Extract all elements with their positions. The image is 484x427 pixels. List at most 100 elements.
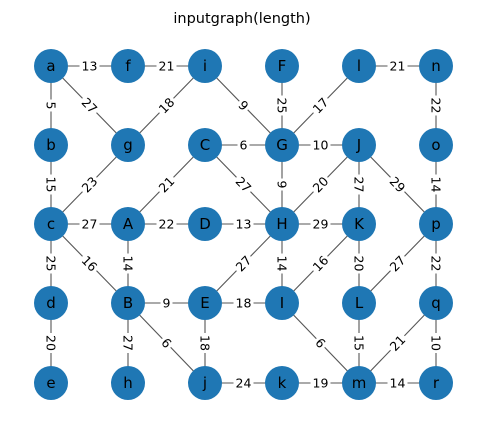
- graph-title: inputgraph(length): [173, 11, 310, 27]
- edge-label-E-j: 18: [197, 333, 213, 353]
- node-circle: [34, 207, 68, 241]
- node-label: I: [280, 294, 284, 312]
- node-label: D: [199, 215, 211, 233]
- node-circle: [342, 207, 376, 241]
- edge-label-background: [43, 253, 59, 274]
- edge-weight-label: 22: [429, 256, 444, 272]
- edge-label-a-b: 5: [43, 99, 59, 112]
- node-l: l: [342, 49, 376, 83]
- edge-label-background: [351, 333, 367, 353]
- node-circle: [342, 49, 376, 83]
- edge-label-q-r: 10: [428, 333, 444, 353]
- edge-label-background: [310, 216, 331, 232]
- node-label: d: [46, 294, 56, 312]
- node-label: r: [433, 374, 440, 392]
- edge-label-q-m: 21: [384, 330, 411, 356]
- edge-label-G-H: 9: [274, 178, 290, 191]
- edge-label-G-J: 10: [310, 137, 331, 153]
- edge-label-g-c: 23: [76, 171, 103, 198]
- edge-weight-label: 13: [82, 59, 98, 74]
- edge-label-a-g: 27: [76, 92, 103, 119]
- edge-label-o-p: 14: [428, 174, 444, 195]
- node-m: m: [342, 366, 376, 400]
- edge-weight-label: 27: [121, 335, 136, 351]
- edge-label-background: [387, 58, 408, 74]
- node-label: B: [123, 294, 133, 312]
- edge-weight-label: 6: [240, 138, 248, 153]
- edge-label-background: [310, 137, 331, 153]
- edge-label-background: [428, 333, 444, 353]
- edge-label-background: [156, 333, 177, 353]
- node-circle: [419, 49, 453, 83]
- node-circle: [111, 128, 145, 162]
- edge-label-A-B: 14: [120, 253, 136, 274]
- edge-label-c-d: 25: [43, 253, 59, 274]
- edge-weight-label: 9: [163, 296, 171, 311]
- node-label: i: [203, 57, 207, 75]
- node-E: E: [188, 286, 222, 320]
- edge-label-J-K: 27: [351, 174, 367, 195]
- edge-weight-label: 22: [159, 217, 175, 232]
- node-c: c: [34, 207, 68, 241]
- node-circle: [188, 128, 222, 162]
- node-i: i: [188, 49, 222, 83]
- edge-label-C-H: 27: [230, 171, 257, 198]
- edge-label-B-h: 27: [120, 333, 136, 353]
- edge-weight-label: 14: [275, 256, 290, 272]
- node-a: a: [34, 49, 68, 83]
- node-circle: [265, 286, 299, 320]
- node-label: f: [125, 57, 131, 75]
- edge-label-background: [160, 295, 173, 311]
- node-label: e: [46, 374, 55, 392]
- edge-weight-label: 15: [44, 177, 59, 193]
- node-circle: [342, 128, 376, 162]
- node-L: L: [342, 286, 376, 320]
- node-D: D: [188, 207, 222, 241]
- node-F: F: [265, 49, 299, 83]
- edge-weight-label: 20: [44, 335, 59, 351]
- edge-weight-label: 24: [236, 376, 252, 391]
- node-G: G: [265, 128, 299, 162]
- edge-label-background: [310, 375, 331, 391]
- node-circle: [188, 286, 222, 320]
- edge-label-background: [153, 171, 180, 198]
- edge-label-background: [310, 333, 331, 353]
- node-label: g: [123, 136, 133, 154]
- edge-label-background: [233, 95, 254, 116]
- edge-label-j-k: 24: [233, 375, 254, 391]
- node-j: j: [188, 366, 222, 400]
- node-circle: [188, 366, 222, 400]
- node-o: o: [419, 128, 453, 162]
- edge-label-background: [387, 375, 408, 391]
- edge-weight-label: 10: [429, 335, 444, 351]
- node-q: q: [419, 286, 453, 320]
- edge-weight-label: 10: [313, 138, 329, 153]
- node-k: k: [265, 366, 299, 400]
- node-label: E: [200, 294, 209, 312]
- node-label: C: [200, 136, 210, 154]
- edge-label-H-I: 14: [274, 253, 290, 274]
- edge-label-background: [233, 216, 254, 232]
- edge-label-background: [307, 250, 334, 277]
- edge-label-background: [43, 174, 59, 195]
- edge-label-background: [351, 253, 367, 274]
- node-label: G: [276, 136, 288, 154]
- node-circle: [111, 207, 145, 241]
- edge-label-background: [428, 95, 444, 116]
- edge-weight-label: 27: [82, 217, 98, 232]
- node-circle: [419, 128, 453, 162]
- edge-label-A-D: 22: [156, 216, 177, 232]
- edge-label-background: [79, 58, 100, 74]
- node-f: f: [111, 49, 145, 83]
- edge-label-background: [384, 250, 411, 277]
- node-p: p: [419, 207, 453, 241]
- edge-label-k-m: 19: [310, 375, 331, 391]
- edge-label-C-G: 6: [237, 137, 250, 153]
- edge-label-background: [156, 58, 177, 74]
- node-circle: [265, 366, 299, 400]
- edge-label-B-j: 6: [156, 333, 177, 353]
- edge-label-J-H: 20: [307, 171, 334, 198]
